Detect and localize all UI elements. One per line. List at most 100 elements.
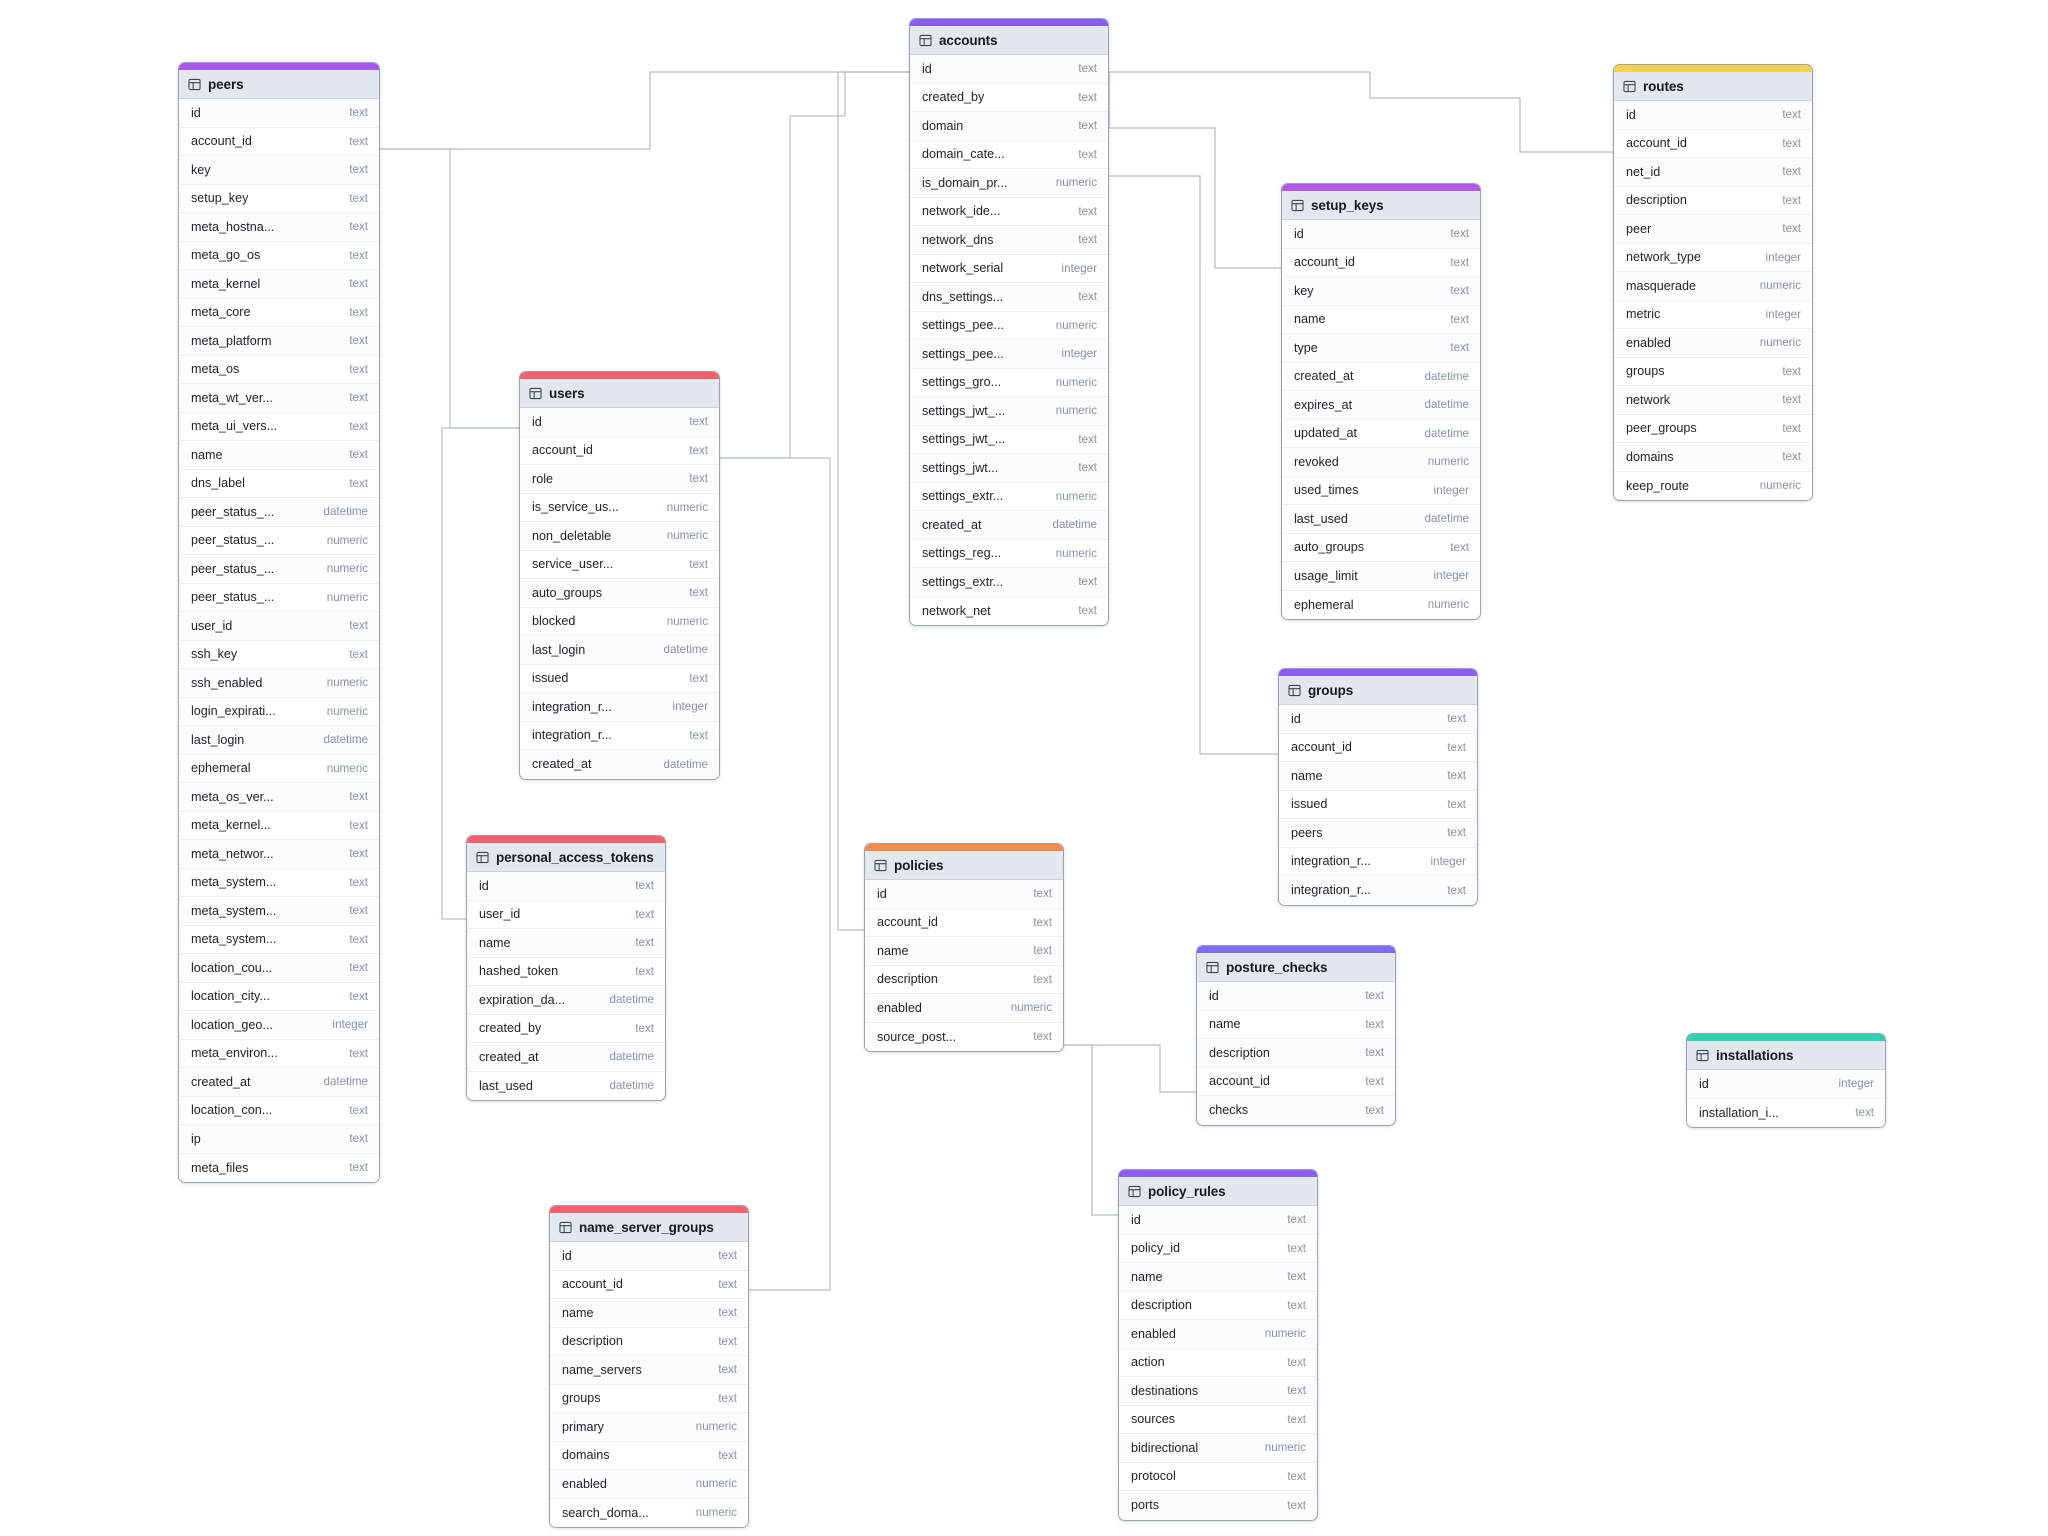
table-header[interactable]: peers — [179, 70, 379, 99]
column-row[interactable]: is_domain_pr...numeric — [910, 169, 1108, 198]
column-row[interactable]: network_ide...text — [910, 197, 1108, 226]
table-header[interactable]: routes — [1614, 72, 1812, 101]
column-row[interactable]: settings_jwt_...numeric — [910, 397, 1108, 426]
table-header[interactable]: accounts — [910, 26, 1108, 55]
column-row[interactable]: peer_status_...numeric — [179, 526, 379, 555]
column-row[interactable]: integration_r...text — [1279, 876, 1477, 905]
column-row[interactable]: dns_settings...text — [910, 283, 1108, 312]
column-row[interactable]: settings_pee...numeric — [910, 311, 1108, 340]
column-row[interactable]: domain_cate...text — [910, 140, 1108, 169]
column-row[interactable]: location_cou...text — [179, 954, 379, 983]
column-row[interactable]: location_geo...integer — [179, 1011, 379, 1040]
column-row[interactable]: search_doma...numeric — [550, 1498, 748, 1527]
column-row[interactable]: peer_status_...numeric — [179, 555, 379, 584]
column-row[interactable]: meta_system...text — [179, 897, 379, 926]
column-row[interactable]: expiration_da...datetime — [467, 986, 665, 1015]
column-row[interactable]: meta_kernel...text — [179, 811, 379, 840]
column-row[interactable]: meta_ui_vers...text — [179, 412, 379, 441]
table-header[interactable]: setup_keys — [1282, 191, 1480, 220]
column-row[interactable]: settings_extr...numeric — [910, 482, 1108, 511]
column-row[interactable]: integration_r...integer — [520, 693, 719, 722]
table-header[interactable]: installations — [1687, 1041, 1885, 1070]
table-header[interactable]: personal_access_tokens — [467, 843, 665, 872]
column-row[interactable]: meta_system...text — [179, 925, 379, 954]
column-row[interactable]: settings_jwt...text — [910, 454, 1108, 483]
column-row[interactable]: installation_i...text — [1687, 1098, 1885, 1127]
column-row[interactable]: settings_gro...numeric — [910, 368, 1108, 397]
column-row[interactable]: settings_extr...text — [910, 568, 1108, 597]
column-row[interactable]: meta_os_ver...text — [179, 783, 379, 812]
column-row[interactable]: location_city...text — [179, 982, 379, 1011]
column-row[interactable]: meta_networ...text — [179, 840, 379, 869]
column-row[interactable]: peer_status_...datetime — [179, 498, 379, 527]
column-row[interactable]: location_con...text — [179, 1096, 379, 1125]
column-row[interactable]: integration_r...text — [520, 721, 719, 750]
column-row[interactable]: settings_reg...numeric — [910, 539, 1108, 568]
